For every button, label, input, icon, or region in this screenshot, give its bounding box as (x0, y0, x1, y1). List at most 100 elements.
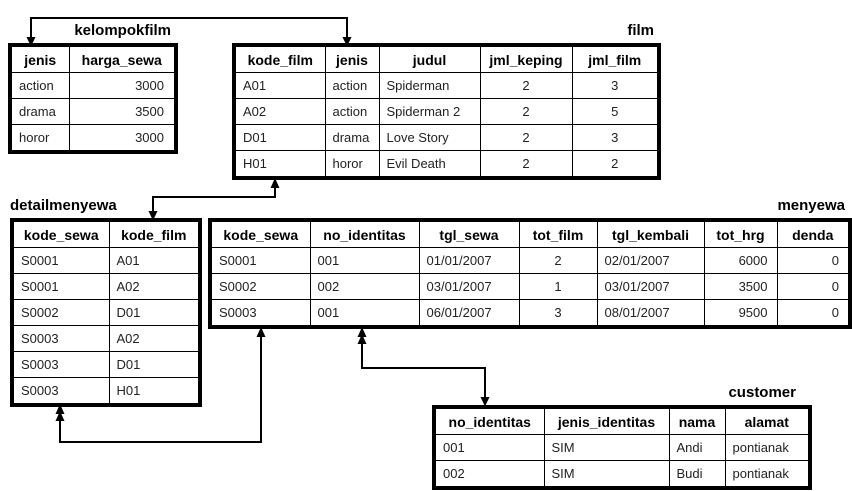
cell: action (324, 72, 380, 99)
cell: 001 (309, 299, 420, 328)
cell: A02 (108, 325, 201, 352)
column-header-alamat: alamat (724, 406, 811, 435)
cell: action (324, 98, 380, 125)
cell: 3 (571, 124, 660, 151)
cell: 2 (479, 72, 573, 99)
cell: 2 (571, 150, 660, 179)
cell: Spiderman 2 (378, 98, 481, 125)
cell: H01 (108, 377, 201, 406)
column-header-jenis: jenis (324, 44, 380, 73)
cell: horor (324, 150, 380, 179)
column-header-denda: denda (776, 219, 851, 248)
column-header-tgl_kembali: tgl_kembali (596, 219, 705, 248)
cell: Love Story (378, 124, 481, 151)
column-header-tgl_sewa: tgl_sewa (418, 219, 520, 248)
column-header-kode_sewa: kode_sewa (11, 219, 110, 248)
cell: S0003 (209, 299, 311, 328)
column-header-kode_film: kode_film (108, 219, 201, 248)
cell: 03/01/2007 (596, 273, 705, 300)
cell: SIM (543, 434, 670, 461)
column-header-tot_hrg: tot_hrg (703, 219, 778, 248)
column-header-jml_keping: jml_keping (479, 44, 573, 73)
column-header-harga_sewa: harga_sewa (68, 44, 177, 73)
cell: S0001 (209, 247, 311, 274)
cell: S0001 (11, 273, 110, 300)
cell: 3500 (703, 273, 778, 300)
column-header-no_identitas: no_identitas (309, 219, 420, 248)
column-header-kode_film: kode_film (233, 44, 326, 73)
cell: 002 (309, 273, 420, 300)
cell: SIM (543, 460, 670, 489)
arrowhead-into-detailmenyewa-bottom-2 (55, 411, 65, 421)
table-title-menyewa: menyewa (777, 197, 845, 214)
cell: 001 (433, 434, 545, 461)
cell: H01 (233, 150, 326, 179)
cell: 03/01/2007 (418, 273, 520, 300)
column-header-no_identitas: no_identitas (433, 406, 545, 435)
cell: 2 (479, 98, 573, 125)
cell: 5 (571, 98, 660, 125)
column-header-judul: judul (378, 44, 481, 73)
cell: 3 (518, 299, 598, 328)
cell: 08/01/2007 (596, 299, 705, 328)
cell: 001 (309, 247, 420, 274)
cell: 01/01/2007 (418, 247, 520, 274)
cell: 2 (479, 124, 573, 151)
cell: horor (9, 124, 70, 153)
cell: A01 (108, 247, 201, 274)
cell: pontianak (724, 434, 811, 461)
arrowhead-into-menyewa-bottom-right-2 (357, 334, 367, 344)
cell: 2 (518, 247, 598, 274)
cell: S0002 (209, 273, 311, 300)
cell: Andi (668, 434, 726, 461)
cell: 3000 (68, 124, 177, 153)
table-title-customer: customer (728, 384, 796, 401)
cell: 6000 (703, 247, 778, 274)
column-header-tot_film: tot_film (518, 219, 598, 248)
cell: S0002 (11, 299, 110, 326)
column-header-jenis_identitas: jenis_identitas (543, 406, 670, 435)
cell: Budi (668, 460, 726, 489)
cell: 0 (776, 247, 851, 274)
cell: A02 (233, 98, 326, 125)
cell: D01 (233, 124, 326, 151)
column-header-nama: nama (668, 406, 726, 435)
cell: 3500 (68, 98, 177, 125)
cell: D01 (108, 351, 201, 378)
cell: S0003 (11, 351, 110, 378)
cell: 9500 (703, 299, 778, 328)
column-header-jml_film: jml_film (571, 44, 660, 73)
table-title-detailmenyewa: detailmenyewa (10, 197, 117, 214)
cell: 06/01/2007 (418, 299, 520, 328)
cell: pontianak (724, 460, 811, 489)
cell: 0 (776, 273, 851, 300)
cell: S0003 (11, 325, 110, 352)
cell: drama (324, 124, 380, 151)
